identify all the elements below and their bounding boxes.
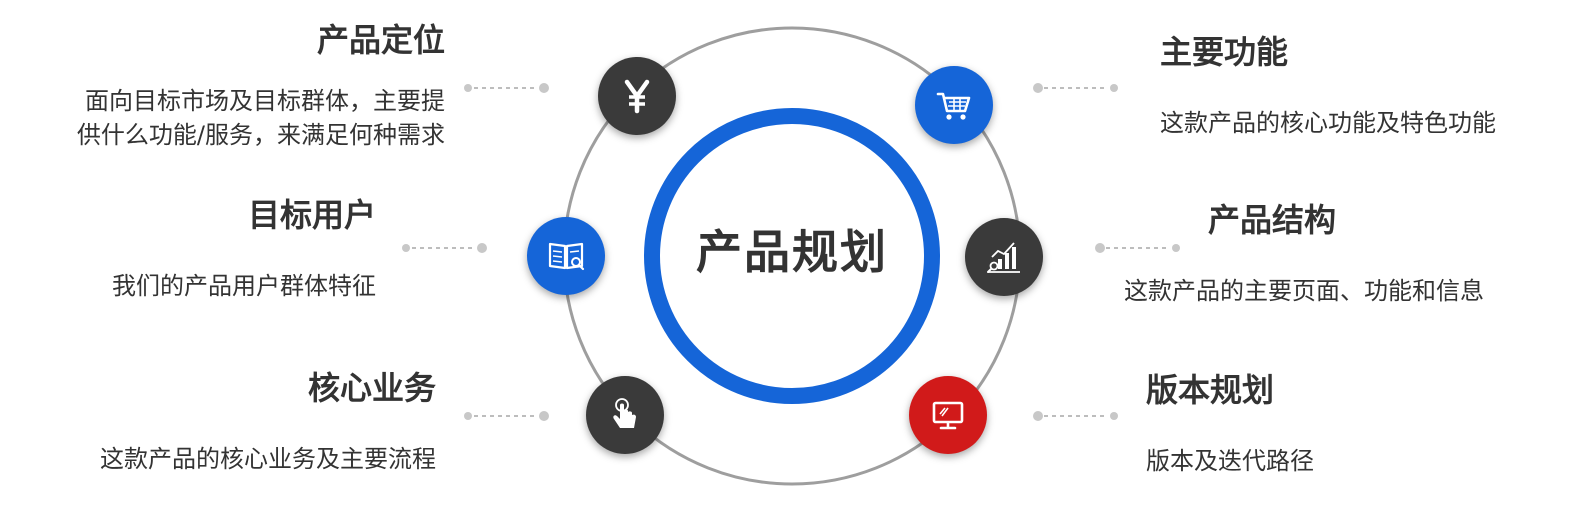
version-planning-desc: 版本及迭代路径 — [1146, 447, 1314, 475]
product-structure-desc: 这款产品的主要页面、功能和信息 — [1124, 277, 1484, 305]
connector-left-2 — [402, 243, 487, 253]
connector-right-3 — [1033, 411, 1118, 421]
product-positioning-title: 产品定位 — [316, 21, 445, 59]
connector-left-3 — [464, 411, 549, 421]
product-structure-title: 产品结构 — [1208, 201, 1337, 239]
chart-node — [965, 218, 1043, 296]
main-functions-title: 主要功能 — [1160, 33, 1289, 71]
connector-right-2 — [1095, 243, 1180, 253]
product-positioning-desc-line-2: 供什么功能/服务，来满足何种需求 — [76, 121, 445, 149]
block-version-planning: 版本规划 版本及迭代路径 — [1146, 370, 1314, 478]
monitor-node — [909, 376, 987, 454]
yen-icon — [624, 79, 650, 114]
yen-node — [598, 57, 676, 135]
cart-node — [915, 66, 993, 144]
connector-left-1 — [464, 83, 549, 93]
book-icon — [548, 242, 585, 271]
product-positioning-desc-line-1: 面向目标市场及目标群体，主要提 — [85, 87, 445, 115]
block-product-positioning: 产品定位 面向目标市场及目标群体，主要提 供什么功能/服务，来满足何种需求 — [77, 20, 445, 152]
core-business-desc: 这款产品的核心业务及主要流程 — [100, 445, 436, 473]
chart-icon — [987, 242, 1020, 273]
connector-right-1 — [1033, 83, 1118, 93]
main-functions-desc: 这款产品的核心功能及特色功能 — [1160, 109, 1496, 137]
center-label: 产品规划 — [696, 225, 888, 279]
target-users-title: 目标用户 — [247, 196, 376, 234]
version-planning-title: 版本规划 — [1146, 371, 1275, 409]
target-users-desc: 我们的产品用户群体特征 — [112, 272, 376, 300]
block-product-structure: 产品结构 这款产品的主要页面、功能和信息 — [1124, 200, 1484, 308]
block-target-users: 目标用户 我们的产品用户群体特征 — [112, 195, 376, 303]
book-node — [527, 217, 605, 295]
touch-node — [586, 376, 664, 454]
cart-icon — [936, 92, 971, 120]
block-main-functions: 主要功能 这款产品的核心功能及特色功能 — [1160, 32, 1496, 140]
block-core-business: 核心业务 这款产品的核心业务及主要流程 — [100, 368, 436, 476]
monitor-icon — [932, 401, 964, 430]
touch-icon — [613, 398, 636, 428]
center-ring — [644, 108, 940, 404]
core-business-title: 核心业务 — [307, 369, 436, 407]
